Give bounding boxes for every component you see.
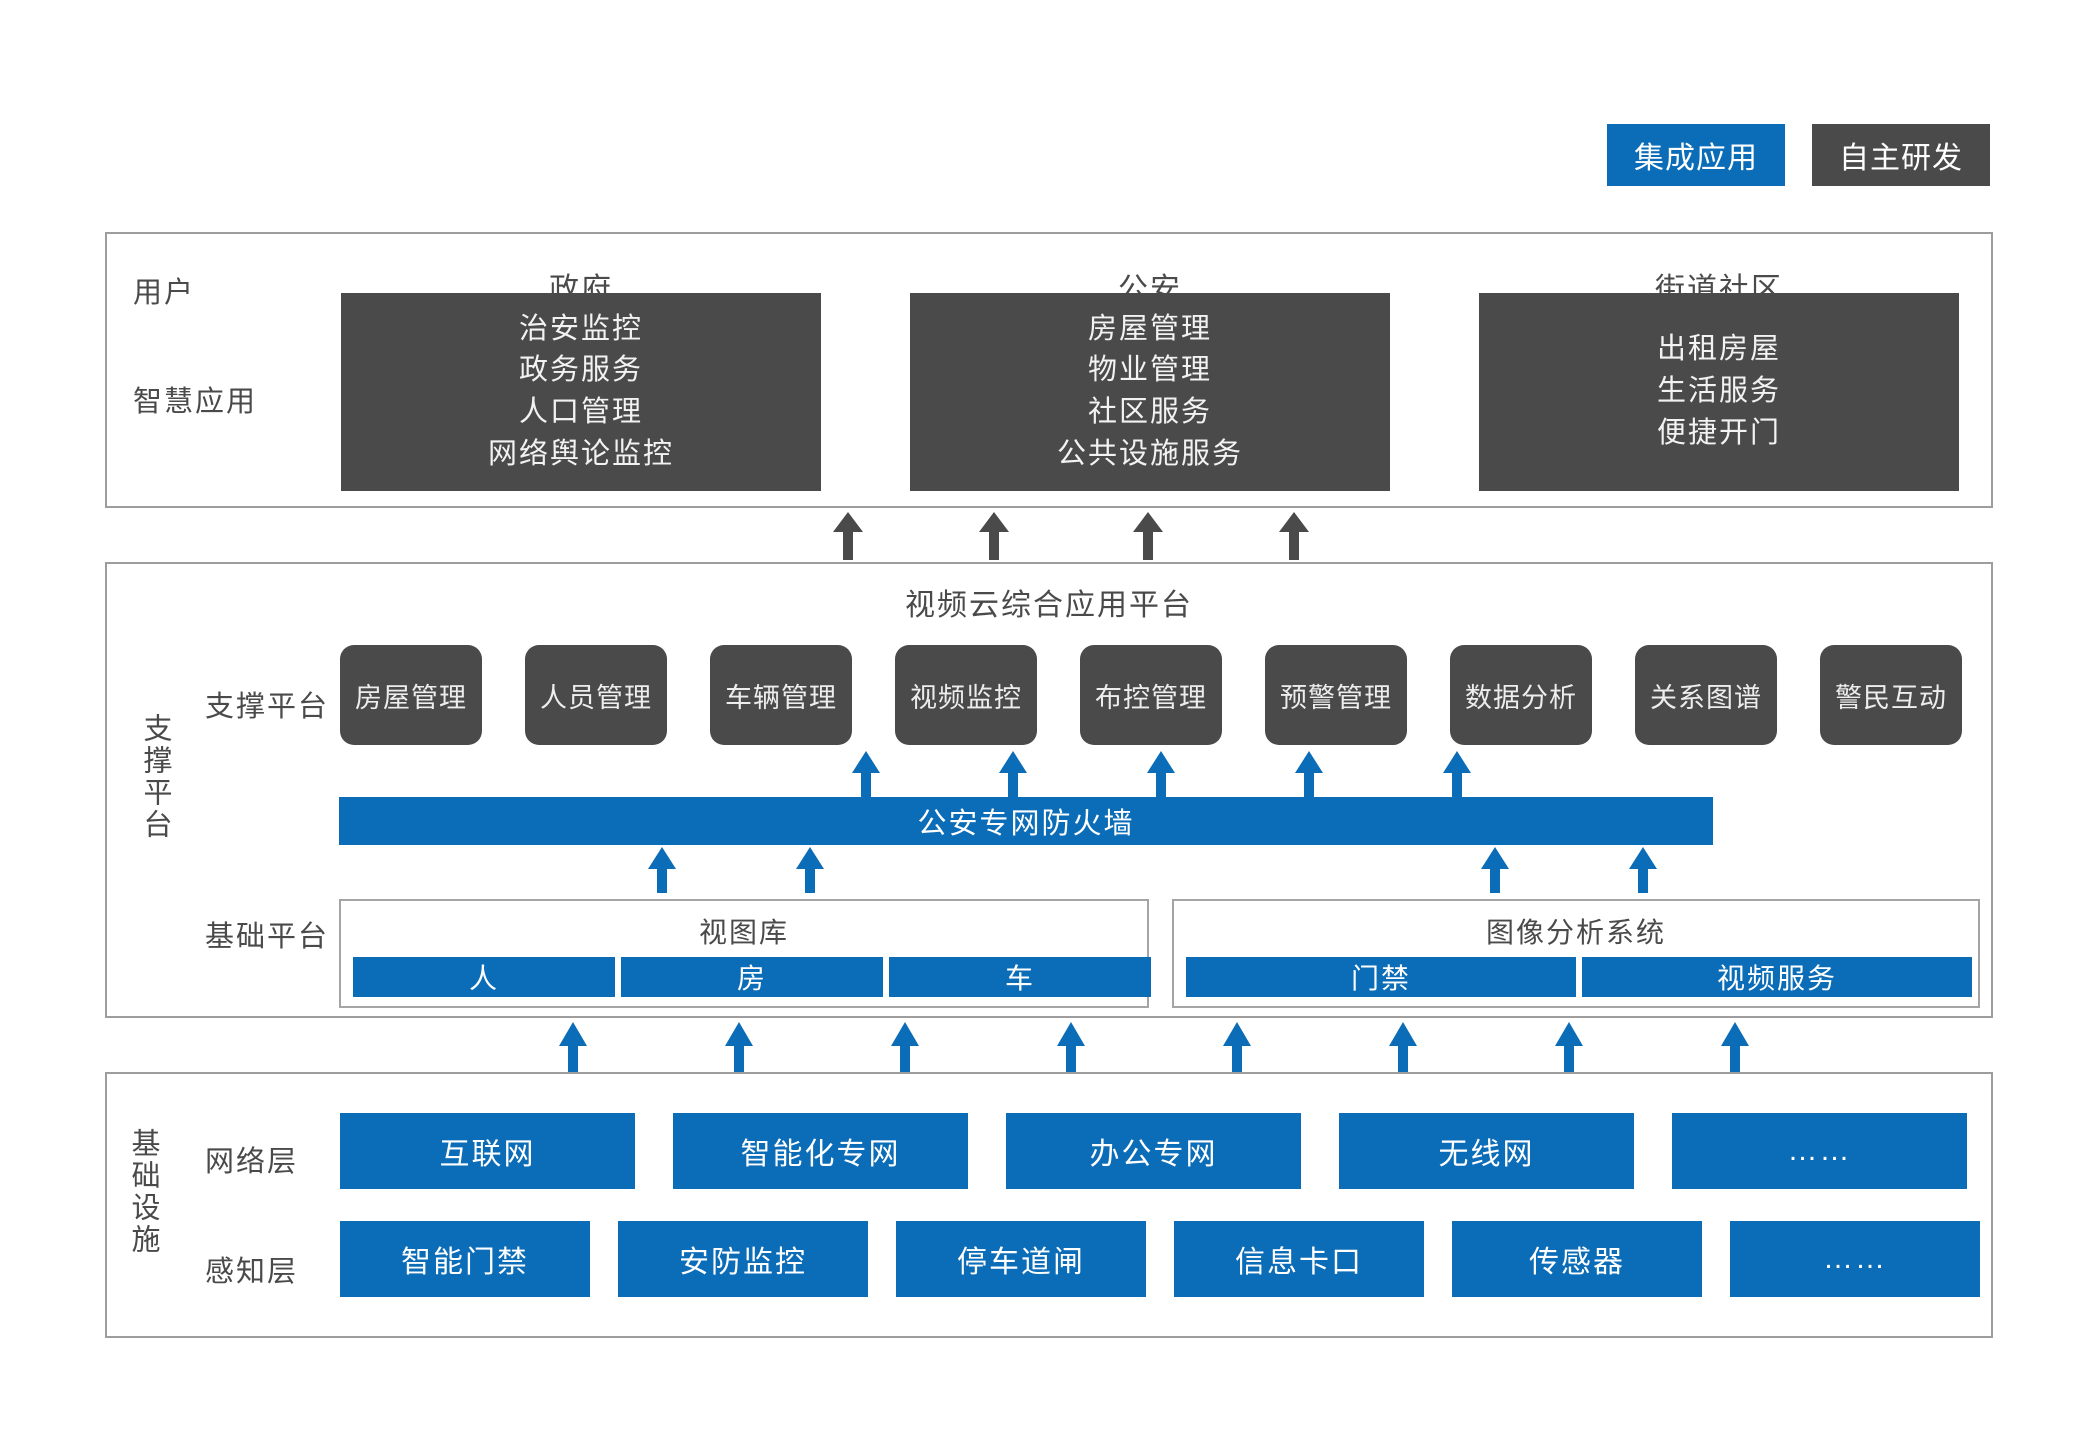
legend-item-self-developed: 自主研发 bbox=[1812, 124, 1990, 186]
app-item: 人口管理 bbox=[518, 396, 643, 428]
app-item: 网络舆论监控 bbox=[487, 437, 674, 470]
app-item: 公共设施服务 bbox=[1056, 437, 1243, 470]
infrastructure-panel bbox=[105, 1072, 1993, 1338]
sensing-layer-item-information-checkpoint[interactable]: 信息卡口 bbox=[1174, 1221, 1424, 1297]
flow-arrow-up-gray bbox=[977, 512, 1011, 560]
app-item: 政务服务 bbox=[518, 354, 643, 387]
network-layer-item-wireless-network[interactable]: 无线网 bbox=[1339, 1113, 1634, 1189]
app-item: 社区服务 bbox=[1087, 396, 1212, 428]
flow-arrow-up-blue bbox=[1144, 751, 1178, 797]
app-group-box-government: 治安监控 政务服务 人口管理 网络舆论监控 bbox=[341, 293, 821, 491]
network-layer-item-internet[interactable]: 互联网 bbox=[340, 1113, 635, 1189]
row-label-base-platform: 基础平台 bbox=[205, 921, 330, 953]
flow-arrow-up-blue bbox=[1552, 1022, 1586, 1072]
base-platform-item-house[interactable]: 房 bbox=[621, 957, 883, 997]
network-layer-item-ellipsis[interactable]: …… bbox=[1672, 1113, 1967, 1189]
flow-arrow-up-blue bbox=[1054, 1022, 1088, 1072]
base-platform-group-title: 视图库 bbox=[698, 917, 789, 948]
support-module-personnel-management[interactable]: 人员管理 bbox=[525, 645, 667, 745]
flow-arrow-up-blue bbox=[722, 1022, 756, 1072]
sensing-layer-item-security-surveillance[interactable]: 安防监控 bbox=[618, 1221, 868, 1297]
legend-item-integrated-application: 集成应用 bbox=[1607, 124, 1785, 186]
app-item: 物业管理 bbox=[1087, 354, 1212, 387]
firewall-bar: 公安专网防火墙 bbox=[339, 797, 1713, 845]
support-module-data-analysis[interactable]: 数据分析 bbox=[1450, 645, 1592, 745]
flow-arrow-up-blue bbox=[556, 1022, 590, 1072]
flow-arrow-up-blue bbox=[1292, 751, 1326, 797]
flow-arrow-up-blue bbox=[1718, 1022, 1752, 1072]
flow-arrow-up-blue bbox=[888, 1022, 922, 1072]
flow-arrow-up-blue bbox=[1626, 847, 1660, 893]
app-group-box-street-community: 出租房屋 生活服务 便捷开门 bbox=[1479, 293, 1959, 491]
flow-arrow-up-blue bbox=[1478, 847, 1512, 893]
base-platform-item-video-service[interactable]: 视频服务 bbox=[1582, 957, 1972, 997]
support-module-early-warning[interactable]: 预警管理 bbox=[1265, 645, 1407, 745]
sensing-layer-item-smart-access-control[interactable]: 智能门禁 bbox=[340, 1221, 590, 1297]
row-label-sensing-layer: 感知层 bbox=[205, 1256, 299, 1288]
base-platform-item-vehicle[interactable]: 车 bbox=[889, 957, 1151, 997]
flow-arrow-up-blue bbox=[1440, 751, 1474, 797]
app-item: 出租房屋 bbox=[1656, 333, 1781, 366]
app-item: 房屋管理 bbox=[1087, 312, 1212, 345]
support-module-relationship-graph[interactable]: 关系图谱 bbox=[1635, 645, 1777, 745]
network-layer-item-intelligent-private-network[interactable]: 智能化专网 bbox=[673, 1113, 968, 1189]
app-group-box-public-security: 房屋管理 物业管理 社区服务 公共设施服务 bbox=[910, 293, 1390, 491]
row-label-support-platform: 支撑平台 bbox=[205, 691, 330, 723]
sensing-layer-item-parking-barrier[interactable]: 停车道闸 bbox=[896, 1221, 1146, 1297]
flow-arrow-up-blue bbox=[645, 847, 679, 893]
sensing-layer-item-sensor[interactable]: 传感器 bbox=[1452, 1221, 1702, 1297]
flow-arrow-up-blue bbox=[1220, 1022, 1254, 1072]
flow-arrow-up-gray bbox=[831, 512, 865, 560]
flow-arrow-up-blue bbox=[996, 751, 1030, 797]
flow-arrow-up-blue bbox=[1386, 1022, 1420, 1072]
support-module-vehicle-management[interactable]: 车辆管理 bbox=[710, 645, 852, 745]
app-item: 治安监控 bbox=[518, 312, 643, 345]
support-module-police-citizen-interaction[interactable]: 警民互动 bbox=[1820, 645, 1962, 745]
sensing-layer-item-ellipsis[interactable]: …… bbox=[1730, 1221, 1980, 1297]
row-label-user: 用户 bbox=[133, 277, 196, 309]
flow-arrow-up-gray bbox=[1131, 512, 1165, 560]
row-label-smart-application: 智慧应用 bbox=[133, 386, 258, 418]
app-item: 便捷开门 bbox=[1656, 416, 1781, 449]
flow-arrow-up-gray bbox=[1277, 512, 1311, 560]
base-platform-group-image-analysis: 图像分析系统 bbox=[1172, 899, 1980, 1008]
side-label-support-platform: 支撑平台 bbox=[139, 713, 171, 841]
base-platform-item-person[interactable]: 人 bbox=[353, 957, 615, 997]
legend: 集成应用 自主研发 bbox=[1607, 124, 1990, 186]
flow-arrow-up-blue bbox=[793, 847, 827, 893]
network-layer-item-office-private-network[interactable]: 办公专网 bbox=[1006, 1113, 1301, 1189]
base-platform-group-title: 图像分析系统 bbox=[1485, 917, 1666, 948]
platform-title: 视频云综合应用平台 bbox=[905, 589, 1193, 622]
base-platform-item-access-control[interactable]: 门禁 bbox=[1186, 957, 1576, 997]
row-label-network-layer: 网络层 bbox=[205, 1146, 299, 1178]
side-label-infrastructure: 基础设施 bbox=[127, 1128, 159, 1256]
app-item: 生活服务 bbox=[1656, 375, 1781, 408]
support-module-house-management[interactable]: 房屋管理 bbox=[340, 645, 482, 745]
flow-arrow-up-blue bbox=[849, 751, 883, 797]
support-module-video-surveillance[interactable]: 视频监控 bbox=[895, 645, 1037, 745]
support-module-deployment-control[interactable]: 布控管理 bbox=[1080, 645, 1222, 745]
